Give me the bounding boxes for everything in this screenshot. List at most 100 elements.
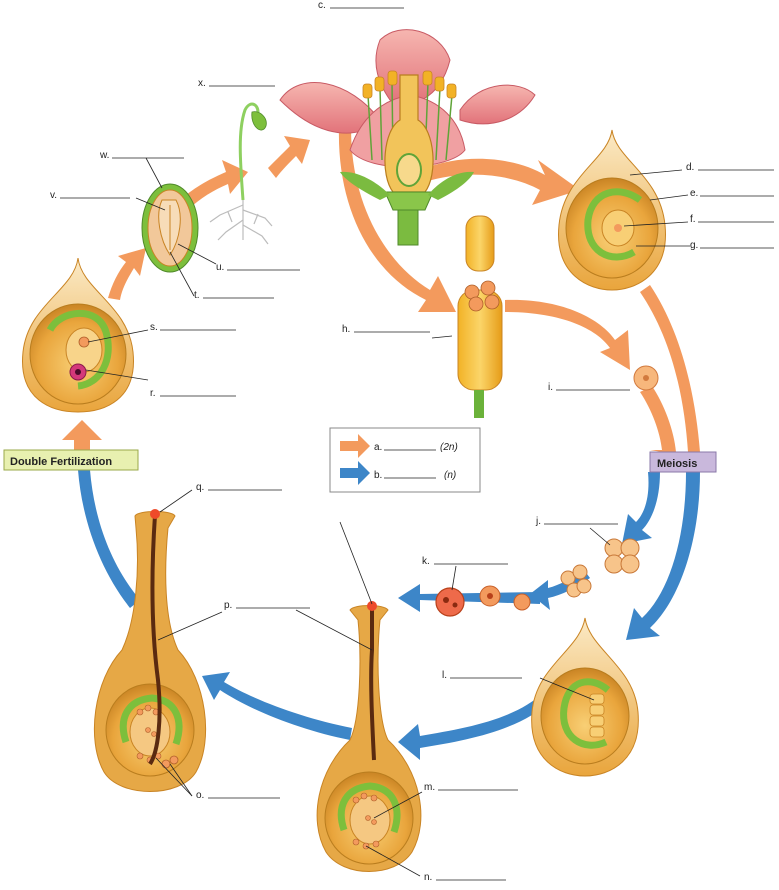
label-k: k. [422, 556, 430, 567]
seedling-cotyledon [251, 111, 267, 131]
arrow-double-fertilization-up [62, 420, 102, 450]
dividing-microspores [560, 564, 592, 598]
embryo-sac-cells [352, 792, 380, 850]
double-fertilization-text: Double Fertilization [10, 456, 112, 468]
arrow-seed-to-seedling [180, 160, 248, 210]
label-q: q. [196, 482, 204, 493]
double-fertilization-box [3, 449, 139, 471]
label-h: h. [342, 324, 350, 335]
flower-sepal-left [340, 171, 390, 200]
label-t: t. [194, 290, 200, 301]
microspore-medium-nucleus [487, 593, 493, 599]
label-m: m. [424, 782, 435, 793]
ovule-right-top-integument [584, 188, 643, 261]
legend-arrow-diploid [340, 434, 370, 458]
zygote-nucleus [75, 369, 81, 375]
anther-top-lobe [465, 215, 495, 272]
label-r: r. [150, 388, 156, 399]
anther [457, 215, 503, 418]
label-p: p. [224, 600, 232, 611]
label-u: u. [216, 262, 224, 273]
pollen-tube-left [148, 514, 162, 766]
pollen-nucleus-1 [443, 597, 449, 603]
arrow-flower-to-ovule [420, 158, 580, 205]
pollen-tube-middle [369, 610, 376, 761]
arrow-meiosis-to-megaspore [626, 472, 700, 640]
legend-b-ploidy: (n) [444, 470, 456, 481]
arrow-to-pollinated-ovule [202, 672, 352, 740]
arrow-ovule-to-seed [108, 248, 146, 300]
embryo-sac [349, 795, 391, 845]
flower-sepal-right [428, 171, 474, 200]
label-d: d. [686, 162, 694, 173]
flower-anthers [362, 70, 457, 99]
pollen-grain [435, 587, 465, 617]
anther-filament [474, 390, 484, 418]
ovule-left-top-integument [46, 309, 112, 390]
arrow-ovule-to-meiosis [640, 285, 700, 452]
pistil-middle-integument [337, 782, 401, 834]
arrow-to-double-fertilization [78, 470, 140, 608]
legend-box [329, 427, 481, 493]
legend-arrow-haploid [340, 461, 370, 485]
label-c: c. [318, 0, 326, 11]
arrow-cell-to-meiosis [640, 386, 676, 452]
legend: a. (2n) b. (n) [329, 427, 481, 493]
legend-b-letter: b. [374, 470, 382, 481]
label-o: o. [196, 790, 204, 801]
pollen-nucleus-2 [452, 602, 458, 608]
label-g: g. [690, 240, 698, 251]
arrow-anther-to-cell [505, 299, 630, 370]
label-x: x. [198, 78, 206, 89]
arrow-seedling-to-flower [268, 136, 310, 178]
meiosis-box [649, 451, 717, 473]
ovule-bottom-right [531, 617, 639, 777]
double-fertilization-tag: Double Fertilization [3, 449, 139, 471]
seedling-roots [209, 200, 273, 245]
pistil-left-cells [136, 704, 162, 764]
flower [279, 29, 536, 246]
flower-ovary-ovule [396, 153, 422, 187]
label-s: s. [150, 322, 158, 333]
pistil-left [93, 509, 207, 792]
endosperm-nucleus [78, 336, 90, 348]
meiosis-tag: Meiosis [649, 451, 717, 473]
leader-lines [85, 157, 690, 877]
microsporocyte-nucleus [643, 375, 649, 381]
pollen-on-stigma-left [150, 509, 160, 519]
seedling-shoot [238, 102, 260, 201]
seed [141, 183, 199, 273]
ovule-bottom-right-integument [560, 678, 611, 749]
seedling [209, 102, 273, 245]
label-n: n. [424, 872, 432, 883]
diploid-arrows [62, 110, 700, 452]
flower-sepal-base [384, 191, 434, 211]
ovule-bottom-right-body [540, 667, 630, 765]
pistil-left-integument [119, 694, 183, 746]
megaspores [589, 693, 605, 738]
arrow-microspore-to-pollen [398, 584, 540, 612]
label-j: j. [535, 516, 541, 527]
microspore-tetrad [604, 538, 640, 574]
pistil-middle [316, 601, 422, 872]
microspore-development [435, 365, 659, 617]
microspore-small [513, 593, 531, 611]
pollen-on-stigma-middle [367, 601, 377, 611]
meiosis-text: Meiosis [657, 458, 697, 470]
flower-petal-right [459, 84, 536, 125]
ovule-left-top-endosperm [65, 327, 103, 373]
legend-a-ploidy: (2n) [440, 442, 458, 453]
label-l: l. [442, 670, 447, 681]
arrow-megaspore-to-embryo-sac [398, 692, 552, 760]
label-v: v. [50, 190, 57, 201]
legend-a-letter: a. [374, 442, 382, 453]
label-f: f. [690, 214, 696, 225]
flower-stem [397, 209, 419, 246]
arrow-meiosis-to-tetrad [622, 472, 660, 544]
pistil-left-embryo-sac [129, 707, 171, 757]
ovule-right-top-nucleus [614, 224, 622, 232]
label-i: i. [548, 382, 553, 393]
label-e: e. [690, 188, 698, 199]
label-w: w. [99, 150, 109, 161]
